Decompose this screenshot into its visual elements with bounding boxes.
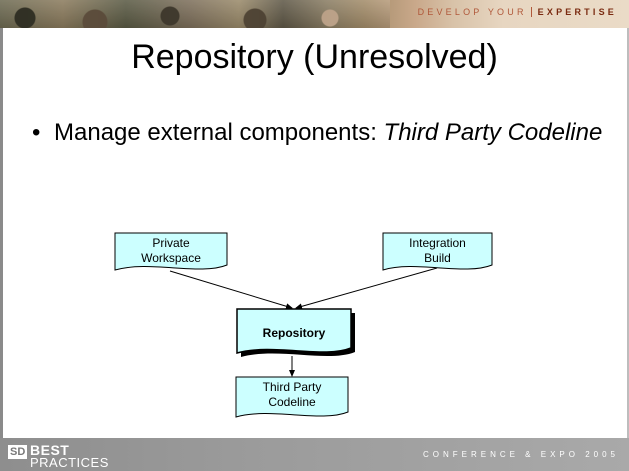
tagline-plain: DEVELOP YOUR	[417, 7, 527, 17]
bottom-banner: SD BEST PRACTICES CONFERENCE & EXPO 2005	[0, 438, 629, 471]
third-party-codeline-line-2: Codeline	[268, 395, 316, 409]
repository-box	[236, 308, 352, 354]
bullet-text: Manage external components: Third Party …	[54, 118, 614, 148]
private-workspace-label: Private Workspace	[115, 236, 227, 266]
logo-practices: PRACTICES	[30, 455, 109, 470]
bullet-dot-icon: •	[32, 119, 41, 146]
arrow-build-to-repository	[295, 267, 438, 310]
right-rule	[627, 28, 629, 438]
integration-build-line-2: Build	[424, 251, 451, 265]
integration-build-box	[382, 232, 493, 271]
private-workspace-box	[114, 232, 228, 271]
slide-title: Repository (Unresolved)	[131, 38, 498, 76]
repository-label: Repository	[262, 326, 326, 340]
tagline-bold: EXPERTISE	[530, 7, 617, 17]
third-party-codeline-box	[235, 376, 349, 418]
private-workspace-line-2: Workspace	[141, 251, 201, 265]
bullet-emphasis: Third Party Codeline	[383, 119, 603, 146]
arrow-workspace-to-repository	[169, 270, 293, 310]
footer-event-text: CONFERENCE & EXPO 2005	[422, 450, 619, 459]
logo-sd: SD	[8, 445, 28, 459]
third-party-codeline-line-1: Third Party	[262, 380, 322, 394]
banner-photo	[0, 0, 390, 28]
private-workspace-line-1: Private	[152, 236, 190, 250]
left-rule	[0, 28, 3, 438]
integration-build-line-1: Integration	[409, 236, 466, 250]
logo-best: BEST	[30, 442, 70, 458]
third-party-codeline-label: Third Party Codeline	[236, 380, 348, 410]
bullet-plain-text: Manage external components:	[54, 119, 384, 146]
integration-build-label: Integration Build	[383, 236, 492, 266]
